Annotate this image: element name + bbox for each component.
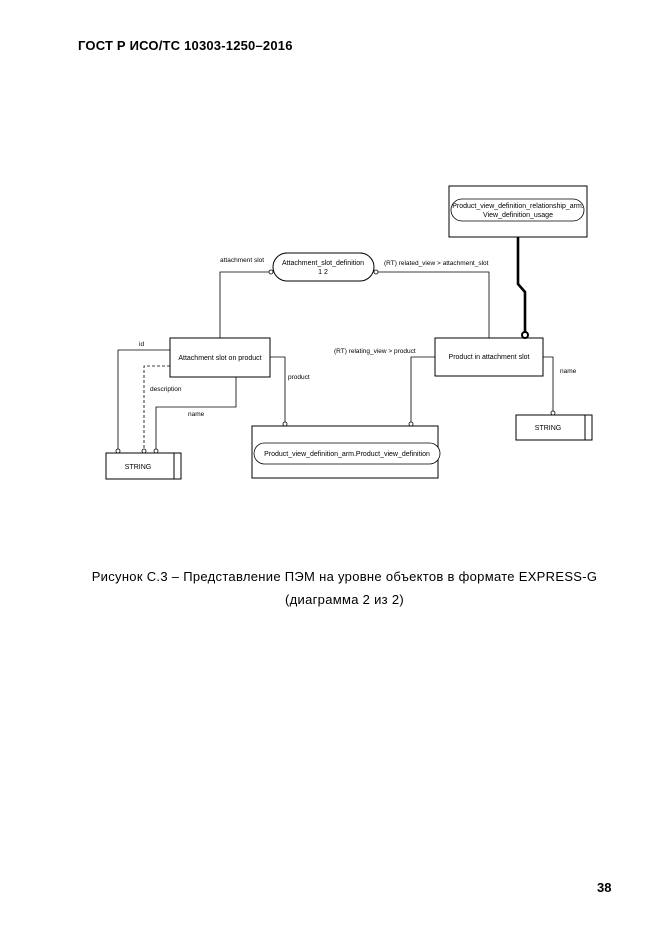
line-description (143, 365, 170, 451)
figure-caption: Рисунок С.3 – Представление ПЭМ на уровн… (91, 569, 598, 584)
label-relating-view: (RT) relating_view > product (334, 348, 416, 355)
line-id (117, 349, 170, 451)
entity-pvd-arm-label: Product_view_definition_arm.Product_view… (264, 451, 430, 458)
entity-asd-line2: 1 2 (318, 269, 328, 276)
entity-asop-label: Attachment slot on product (178, 355, 261, 362)
label-product: product (288, 374, 310, 381)
label-related-view: (RT) related_view > attachment_slot (384, 260, 489, 267)
string-right-label: STRING (535, 425, 561, 432)
entity-asd-line1: Attachment_slot_definition (282, 260, 364, 267)
label-description: description (150, 386, 182, 393)
entity-pvdr-line1: Product_view_definition_relationship_arm… (452, 203, 584, 210)
entity-pvdr-line2: View_definition_usage (483, 212, 553, 219)
document-header: ГОСТ Р ИСО/ТС 10303-1250–2016 (78, 38, 293, 53)
line-attachment-slot (219, 271, 271, 338)
line-related-view (376, 271, 490, 338)
label-name-left: name (188, 411, 205, 418)
entity-product-in-attachment-slot: Product in attachment slot (434, 337, 544, 377)
line-name-left (155, 377, 237, 451)
subtype-line-thick (516, 237, 527, 333)
label-name-right: name (560, 368, 577, 375)
entity-attachment-slot-definition: Attachment_slot_definition 1 2 (272, 252, 375, 282)
line-product (270, 356, 286, 424)
entity-string-left: STRING (105, 452, 182, 480)
line-relating-view (410, 356, 435, 424)
label-id: id (139, 341, 144, 348)
entity-pvdr-view-definition-usage: Product_view_definition_relationship_arm… (448, 185, 588, 238)
entity-attachment-slot-on-product: Attachment slot on product (169, 337, 271, 378)
figure-caption-subtitle: (диаграмма 2 из 2) (285, 592, 404, 607)
entity-string-right: STRING (515, 414, 593, 441)
line-name-right (543, 356, 554, 413)
entity-pias-label: Product in attachment slot (449, 354, 530, 361)
string-left-label: STRING (125, 464, 151, 471)
subtype-circle (521, 331, 529, 339)
label-attachment-slot: attachment slot (220, 257, 264, 264)
page-number: 38 (597, 880, 612, 895)
entity-pvd-arm: Product_view_definition_arm.Product_view… (251, 425, 441, 479)
